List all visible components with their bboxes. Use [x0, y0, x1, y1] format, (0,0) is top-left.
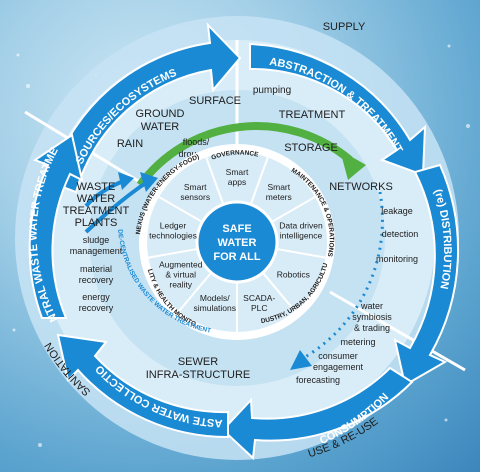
center-line-2: WATER — [218, 237, 257, 249]
tech-segment-label: apps — [228, 177, 246, 187]
central-treatment-arrow — [28, 133, 84, 319]
middle-labels: RAIN GROUND WATER SURFACE pumping TREATM… — [63, 85, 418, 385]
energy-label-1: energy — [82, 292, 110, 302]
rain-label: RAIN — [117, 138, 143, 150]
wheel-spoke — [205, 157, 225, 205]
center-circle — [195, 200, 279, 284]
tech-segment-label: Robotics — [277, 270, 310, 280]
symbiosis-label-2: symbiosis — [352, 312, 392, 322]
dotted-flow-line — [299, 191, 384, 362]
wwtp-label-3: TREATMENT — [63, 205, 130, 217]
dotted-flow-arrowhead — [290, 350, 312, 370]
tech-segment-label: intelligence — [280, 231, 323, 241]
wheel-spoke — [276, 247, 326, 259]
wheel-spoke — [148, 247, 198, 259]
symbiosis-label-1: water — [360, 301, 383, 311]
ground-water-label: WATER — [141, 121, 180, 133]
engagement-label-1: consumer — [318, 351, 358, 361]
tech-segment-label: Augmented — [159, 260, 203, 270]
ground-label: GROUND — [136, 108, 185, 120]
wheel-spoke — [261, 271, 296, 312]
tech-segment-label: Models/ — [200, 293, 230, 303]
sewer-label-1: SEWER — [178, 356, 218, 368]
metering-label: metering — [340, 337, 375, 347]
abstraction-arrow — [249, 42, 427, 177]
distribution-arrow — [393, 163, 459, 387]
supply-label: SUPPLY — [323, 21, 366, 33]
tech-segment-label: Data driven — [279, 221, 323, 231]
surface-label: SURFACE — [189, 95, 241, 107]
energy-label-2: recovery — [79, 303, 114, 313]
center-line-3: FOR ALL — [213, 251, 261, 263]
networks-label: NETWORKS — [329, 181, 393, 193]
forecasting-label: forecasting — [296, 375, 340, 385]
wwtp-label-4: PLANTS — [75, 217, 118, 229]
center-text: SAFE WATER FOR ALL — [213, 223, 261, 263]
tech-segment-label: technologies — [149, 231, 197, 241]
sources-arrow — [48, 22, 242, 194]
tech-segment-label: Smart — [267, 182, 290, 192]
tech-segment-label: Ledger — [160, 221, 187, 231]
symbiosis-label-3: & trading — [354, 323, 390, 333]
tech-segment-label: reality — [169, 280, 192, 290]
material-label-1: material — [80, 264, 112, 274]
left-inner-arrowheads — [118, 172, 158, 192]
treatment-label: TREATMENT — [279, 109, 346, 121]
tech-segment-label: sensors — [180, 192, 210, 202]
material-label-2: recovery — [79, 275, 114, 285]
wheel-spoke — [178, 271, 213, 312]
sludge-label-2: management — [70, 246, 123, 256]
waste-collection-arrow — [56, 333, 229, 439]
wwtp-label-1: WASTE — [77, 181, 116, 193]
center-line-1: SAFE — [222, 223, 251, 235]
sewer-label-2: INFRA-STRUCTURE — [146, 369, 251, 381]
pumping-label: pumping — [253, 85, 291, 96]
wheel-spoke — [158, 196, 203, 223]
wheel-spokes — [148, 157, 326, 332]
process-arrows — [28, 22, 459, 461]
leakage-label: leakage — [381, 206, 413, 216]
tech-segment-label: Smart — [226, 167, 249, 177]
green-arc-arrow — [136, 122, 366, 188]
wheel-spoke — [271, 196, 316, 223]
tech-segment-label: Smart — [184, 182, 207, 192]
tech-segment-label: PLC — [251, 303, 268, 313]
wheel-spoke — [249, 157, 269, 205]
tech-segment-label: & virtual — [165, 270, 196, 280]
engagement-label-2: engagement — [313, 362, 364, 372]
sludge-label-1: sludge — [83, 235, 110, 245]
monitoring-label: monitoring — [376, 254, 418, 264]
floods-label: floods/ — [183, 137, 210, 147]
tech-segment-label: meters — [266, 192, 292, 202]
tech-segment-label: SCADA- — [243, 293, 275, 303]
detection-label: detection — [382, 229, 419, 239]
tech-segment-label: simulations — [194, 303, 237, 313]
wwtp-label-2: WATER — [77, 193, 116, 205]
storage-label: STORAGE — [284, 142, 338, 154]
